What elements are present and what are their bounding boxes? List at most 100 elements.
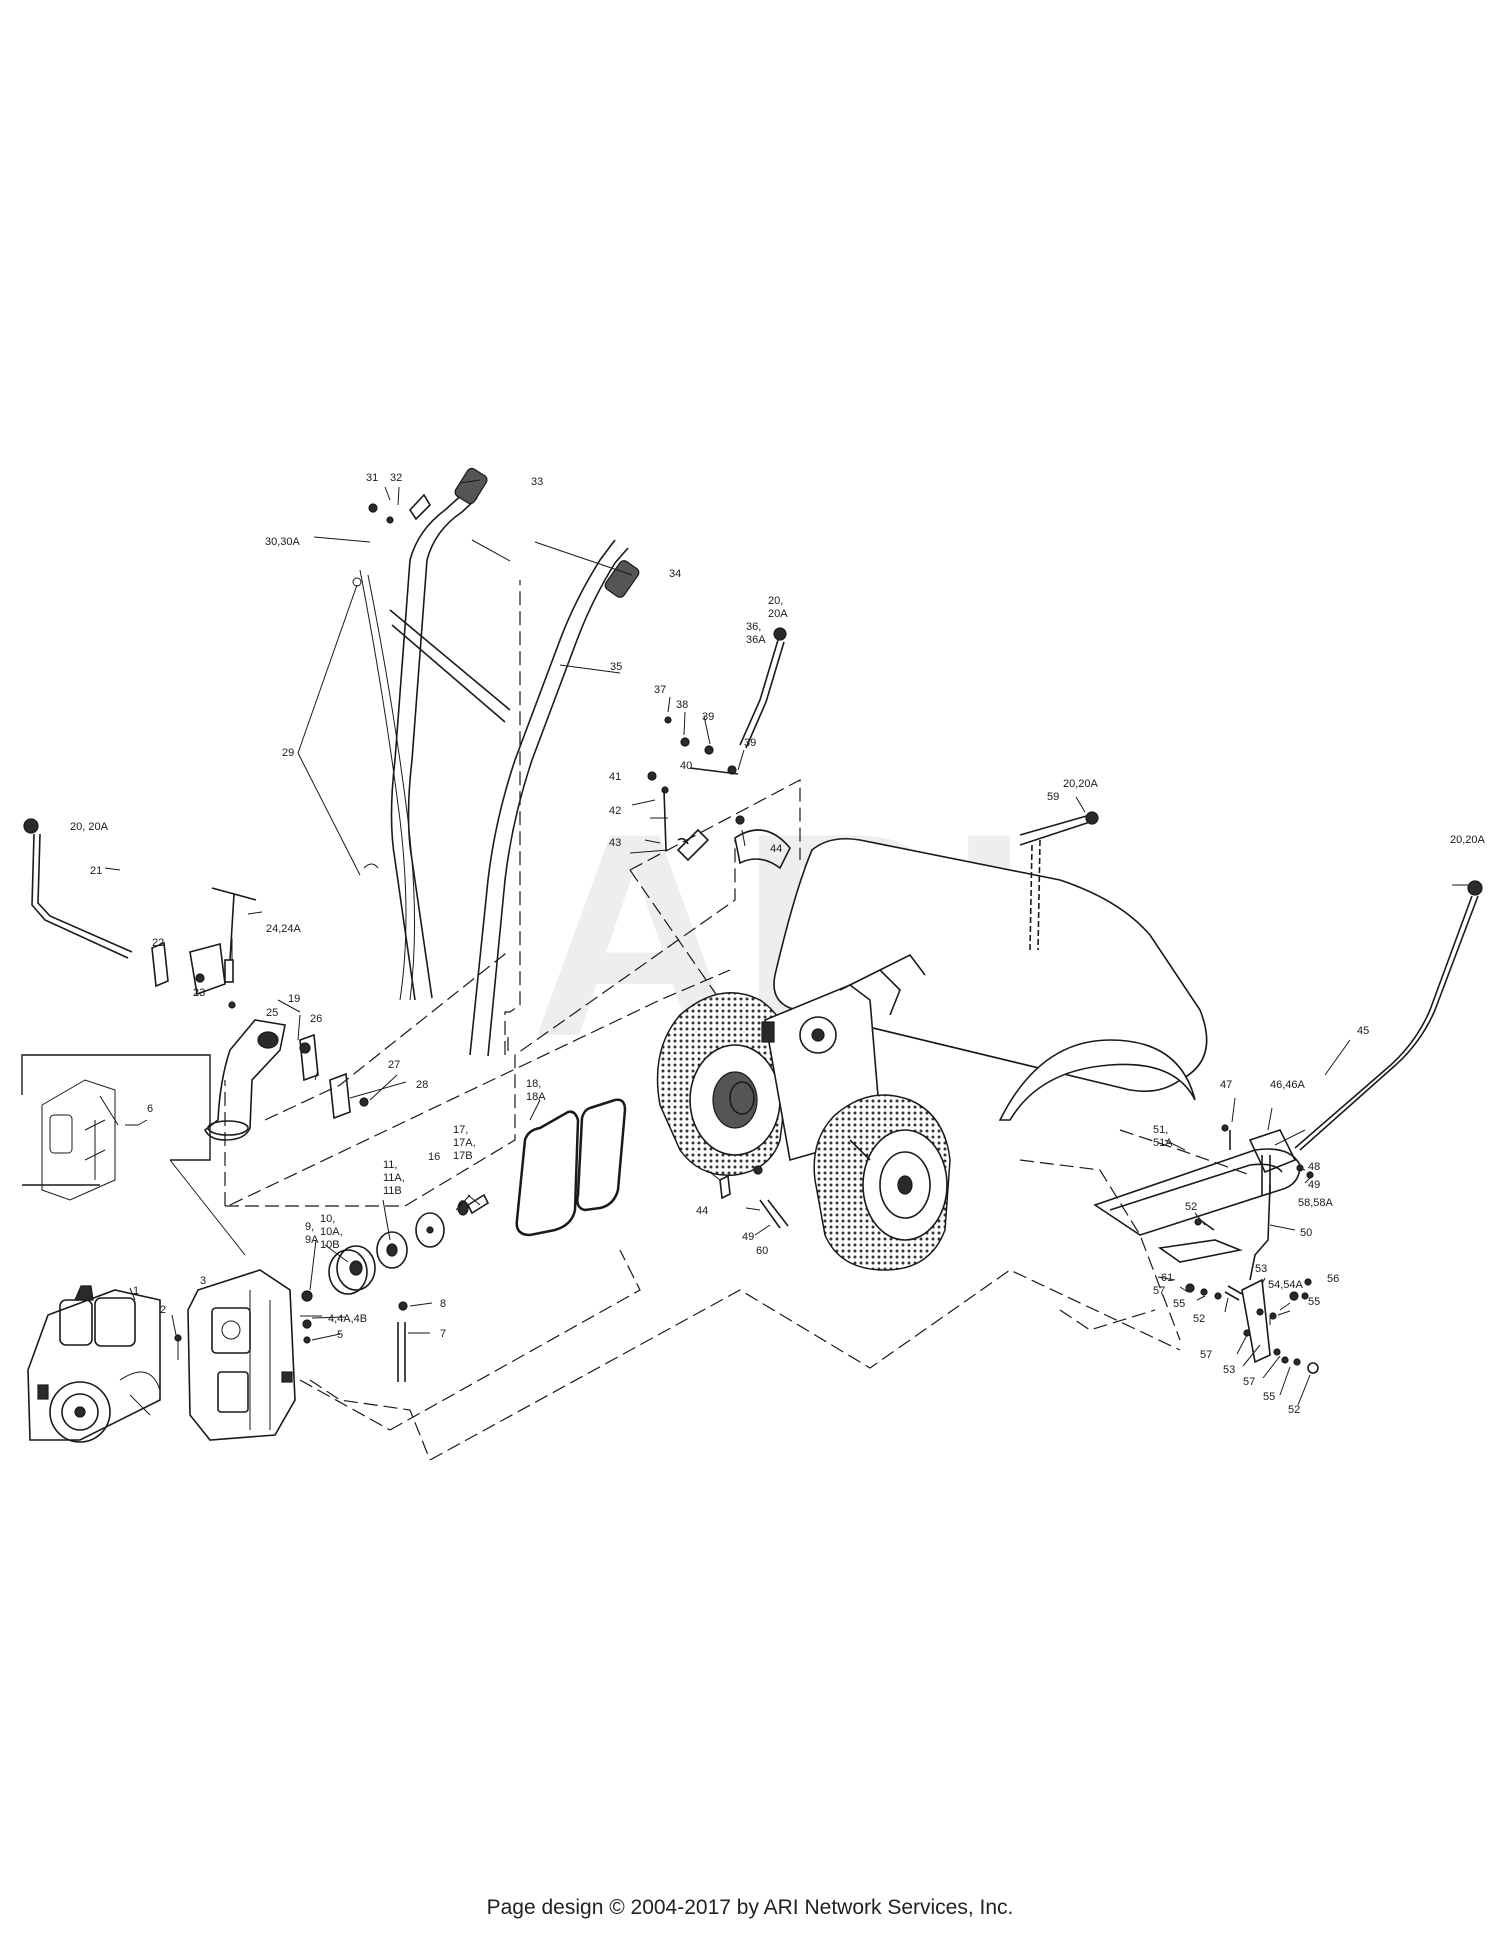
- part-label-10a: 10,: [320, 1213, 335, 1225]
- part-label-5: 5: [337, 1329, 343, 1341]
- part-label-19: 19: [288, 993, 300, 1005]
- part-label-37: 37: [654, 684, 666, 696]
- belt-outline: [299, 1249, 641, 1431]
- part-label-46: 46,46A: [1270, 1079, 1306, 1091]
- part-label-57b: 57: [1200, 1349, 1212, 1361]
- part-label-48: 48: [1308, 1161, 1320, 1173]
- drive-unit: [656, 953, 951, 1271]
- part-label-1: 1: [133, 1285, 139, 1297]
- part-label-60: 60: [756, 1245, 768, 1257]
- part-label-56: 56: [1327, 1273, 1339, 1285]
- part-label-8: 8: [440, 1298, 446, 1310]
- part-label-55b: 55: [1173, 1298, 1185, 1310]
- part-label-55c: 55: [1263, 1391, 1275, 1403]
- hitch-bracket: [1093, 1124, 1314, 1364]
- part-label-10b: 10A,: [320, 1226, 343, 1238]
- leader-lines: [99, 479, 1468, 1406]
- upper-outline: [629, 779, 801, 1080]
- part-label-26: 26: [310, 1013, 322, 1025]
- part-label-17b: 17A,: [453, 1137, 476, 1149]
- part-label-27: 27: [388, 1059, 400, 1071]
- part-label-40: 40: [680, 760, 692, 772]
- part-label-45: 45: [1357, 1025, 1369, 1037]
- part-label-20-right: 20,20A: [1450, 834, 1486, 846]
- v-belts: [515, 1098, 627, 1237]
- part-label-61: 61: [1161, 1272, 1173, 1284]
- part-label-9a: 9,: [305, 1221, 314, 1233]
- handle-hardware: [368, 493, 432, 524]
- part-label-47: 47: [1220, 1079, 1232, 1091]
- part-label-9b: 9A: [305, 1234, 319, 1246]
- part-label-25: 25: [266, 1007, 278, 1019]
- part-label-44b: 44: [696, 1205, 708, 1217]
- part-label-57c: 57: [1243, 1376, 1255, 1388]
- copyright-footer: Page design © 2004-2017 by ARI Network S…: [486, 1896, 1014, 1919]
- part-label-16: 16: [428, 1151, 440, 1163]
- part-label-49b: 49: [742, 1231, 754, 1243]
- part-labels: 1 2 3 4,4A,4B 5 6 7 8 9, 9A 10, 10A, 10B…: [70, 472, 1486, 1416]
- part-label-39b: 39: [744, 737, 756, 749]
- part-label-42: 42: [609, 805, 621, 817]
- lower-outline: [309, 1379, 431, 1461]
- part-label-52b: 52: [1193, 1313, 1205, 1325]
- part-label-20-top-a: 20,: [768, 595, 783, 607]
- part-label-18a: 18,: [526, 1078, 541, 1090]
- part-label-20-left: 20, 20A: [70, 821, 109, 833]
- part-label-17a: 17,: [453, 1124, 468, 1136]
- part-label-44a: 44: [770, 843, 782, 855]
- handle-assembly-outline: [224, 580, 736, 1207]
- part-label-11a: 11,: [383, 1159, 397, 1171]
- roller-drum: [773, 811, 1208, 1121]
- t-handle: [211, 887, 257, 1009]
- part-label-58: 58,58A: [1298, 1197, 1334, 1209]
- part-label-2: 2: [160, 1304, 166, 1316]
- part-label-50: 50: [1300, 1227, 1312, 1239]
- drive-outline: [429, 1269, 1181, 1461]
- part-label-23: 23: [193, 987, 205, 999]
- part-label-21: 21: [90, 865, 102, 877]
- part-label-11c: 11B: [383, 1185, 402, 1197]
- engine: [27, 1285, 161, 1443]
- part-label-43: 43: [609, 837, 621, 849]
- part-label-38: 38: [676, 699, 688, 711]
- part-label-3: 3: [200, 1275, 206, 1287]
- part-label-52a: 52: [1185, 1201, 1197, 1213]
- bracket-outline: [1019, 1159, 1181, 1341]
- part-label-57a: 57: [1153, 1285, 1165, 1297]
- part-label-53a: 53: [1255, 1263, 1267, 1275]
- shift-lever-left: [23, 818, 226, 996]
- part-label-41: 41: [609, 771, 621, 783]
- part-label-53b: 53: [1223, 1364, 1235, 1376]
- part-label-7: 7: [440, 1328, 446, 1340]
- control-cluster: [647, 627, 791, 870]
- part-label-30: 30,30A: [265, 536, 301, 548]
- part-label-22: 22: [152, 937, 164, 949]
- hitch-outline: [1059, 1129, 1251, 1331]
- part-label-59: 59: [1047, 791, 1059, 803]
- part-label-52c: 52: [1288, 1404, 1300, 1416]
- part-label-39a: 39: [702, 711, 714, 723]
- part-label-20-mid: 20,20A: [1063, 778, 1099, 790]
- part-label-34: 34: [669, 568, 681, 580]
- part-label-35: 35: [610, 661, 622, 673]
- part-label-31: 31: [366, 472, 378, 484]
- part-label-55a: 55: [1308, 1296, 1320, 1308]
- part-label-20-top-b: 20A: [768, 608, 788, 620]
- part-label-10c: 10B: [320, 1239, 340, 1251]
- part-label-32: 32: [390, 472, 402, 484]
- part-label-18b: 18A: [526, 1091, 546, 1103]
- part-label-33: 33: [531, 476, 543, 488]
- part-label-36a: 36,: [746, 621, 761, 633]
- shift-bracket: [203, 1019, 369, 1141]
- part-label-6: 6: [147, 1103, 153, 1115]
- part-label-51b: 51A: [1153, 1137, 1173, 1149]
- pulley-stack: [301, 1193, 490, 1302]
- part-label-17c: 17B: [453, 1150, 473, 1162]
- hitch-rod: [1294, 880, 1483, 1151]
- part-label-36b: 36A: [746, 634, 766, 646]
- frame-outline: [229, 949, 731, 1206]
- gear-case: [187, 1269, 296, 1441]
- part-label-24: 24,24A: [266, 923, 302, 935]
- hitch-hardware: [1185, 1283, 1319, 1374]
